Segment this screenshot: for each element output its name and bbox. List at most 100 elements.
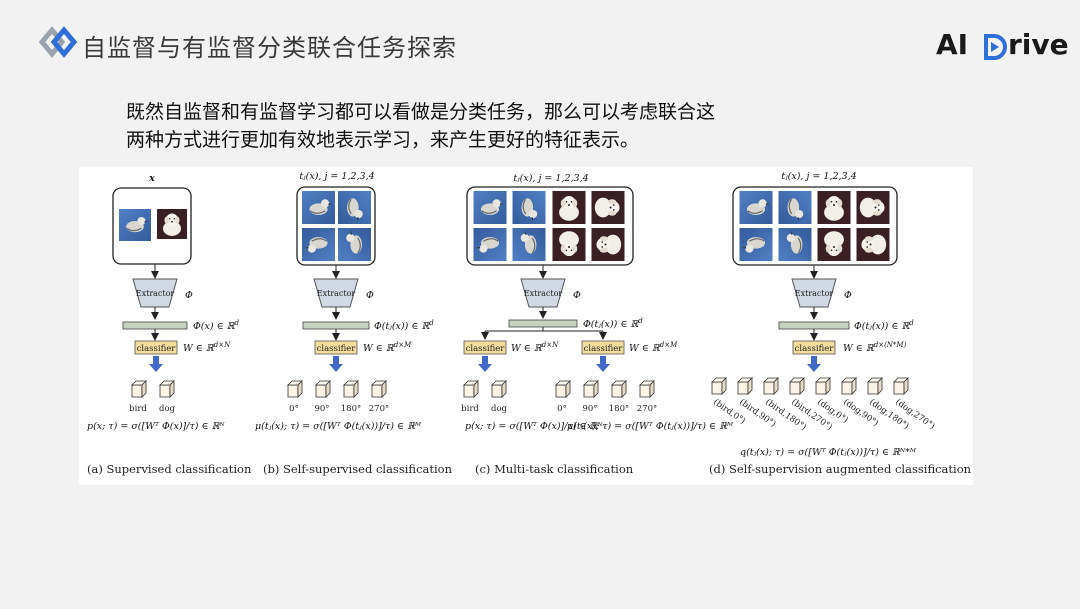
panel-c-input-label: tⱼ(x), j = 1,2,3,4 [513, 173, 588, 184]
panel-b-output-cube-4 [371, 380, 387, 398]
panel-c-feature-formula: Φ(tⱼ(x)) ∈ ℝd [583, 317, 643, 330]
panel-c-right-cube-4 [639, 380, 655, 398]
panel-d-extractor [791, 278, 837, 308]
panel-c-extractor [520, 278, 566, 308]
panel-d-dog-90 [856, 191, 890, 224]
panel-d-output-cube-4 [789, 377, 805, 395]
brand-d-icon [984, 34, 1007, 60]
panel-b-weight: W ∈ ℝd×M [363, 341, 412, 354]
panel-c-left-cube-1 [463, 380, 479, 398]
panel-c-output-bird: bird [461, 404, 479, 414]
panel-b-output-180: 180° [341, 404, 361, 414]
panel-a-bird-image [119, 209, 151, 241]
intro-line-1: 既然自监督和有监督学习都可以看做是分类任务，那么可以考虑联合这 [126, 101, 716, 123]
panel-c-dog-0 [552, 191, 586, 224]
panel-c-formula-right: μ(tⱼ(x); τ) = σ([Wᵀ Φ(tⱼ(x))]/τ) ∈ ℝᴹ [567, 421, 734, 432]
panel-a-formula: p(x; τ) = σ([Wᵀ Φ(x)]/τ) ∈ ℝᴺ [87, 421, 225, 432]
panel-a-input-label: x [148, 173, 155, 184]
brand-rive-text: rive [1008, 28, 1069, 61]
panel-d-bird-90 [778, 190, 812, 225]
panel-b-extractor-label: Extractor [317, 289, 356, 298]
panel-b-bird-0 [302, 191, 335, 224]
panel-b-feature-bar [302, 321, 370, 330]
panel-c-bird-90 [512, 190, 546, 225]
panel-d-outputs: (bird,0°)(bird,90°)(bird,180°)(bird,270°… [711, 377, 937, 433]
panel-b-classifier-label: classifier [317, 344, 357, 354]
panel-a-feature-formula: Φ(x) ∈ ℝd [193, 319, 240, 332]
panel-c-bird-270 [512, 227, 546, 262]
panel-c-output-270: 270° [637, 404, 657, 414]
panel-b-output-cube-2 [315, 380, 331, 398]
panel-a-weight: W ∈ ℝd×N [183, 341, 231, 354]
panel-a-blue-arrow [149, 356, 163, 372]
panel-c-output-90: 90° [582, 404, 597, 414]
panel-a-output-bird: bird [129, 404, 147, 414]
panel-c-left-cube-2 [491, 380, 507, 398]
panel-a-input-box [112, 187, 192, 265]
panel-d-caption: (d) Self-supervision augmented classific… [709, 462, 972, 476]
brand-ai-text: AI [936, 28, 969, 61]
panel-a-output-cube-2 [159, 380, 175, 398]
panel-c-bird-0 [472, 191, 508, 224]
panel-c-phi: Φ [573, 290, 581, 301]
panel-d-output-cube-5 [815, 377, 831, 395]
panel-c-extractor-label: Extractor [524, 289, 563, 298]
panel-a-feature-bar [122, 321, 188, 330]
intro-line-2: 两种方式进行更加有效地表示学习，来产生更好的特征表示。 [126, 129, 640, 151]
panel-d-feature-formula: Φ(tⱼ(x)) ∈ ℝd [854, 319, 914, 332]
panel-c-blue-arrow-right [596, 356, 610, 372]
panel-d-input-label: tⱼ(x), j = 1,2,3,4 [781, 171, 856, 182]
slide-title: 自监督与有监督分类联合任务探索 [82, 34, 457, 62]
panel-a-dog-image [157, 209, 187, 239]
panel-d-blue-arrow [807, 356, 821, 372]
panel-c-dog-90 [591, 191, 625, 224]
panel-b-bird-270 [338, 228, 371, 261]
panel-d-formula: q(tⱼ(x); τ) = σ([Wᵀ Φ(tⱼ(x))]/τ) ∈ ℝᴺ*ᴹ [740, 447, 917, 458]
logo-diamond-icon [38, 26, 78, 58]
panel-d-output-cube-3 [763, 377, 779, 395]
panel-c: tⱼ(x), j = 1,2,3,4 Extractor Φ Φ(tⱼ(x)) … [461, 173, 734, 476]
panel-d-dog-0 [817, 191, 851, 224]
panel-b-feature-formula: Φ(tⱼ(x)) ∈ ℝd [374, 319, 434, 332]
panel-a-extractor [132, 278, 178, 308]
panel-d-weight: W ∈ ℝd×(N*M) [843, 341, 907, 354]
panel-d-output-cube-1 [711, 377, 727, 395]
panel-c-output-dog: dog [491, 404, 508, 414]
intro-paragraph: 既然自监督和有监督学习都可以看做是分类任务，那么可以考虑联合这 两种方式进行更加… [126, 98, 826, 154]
panel-c-classifier-left [463, 340, 507, 355]
figure-canvas: x Extractor Φ Φ(x) ∈ ℝd classifier W ∈ ℝ… [87, 171, 972, 476]
panel-d-bird-180 [738, 228, 774, 261]
panel-b-output-cube-1 [287, 380, 303, 398]
panel-b-extractor [313, 278, 359, 308]
panel-b-bird-180 [302, 228, 335, 261]
panel-b-output-cube-3 [343, 380, 359, 398]
panel-d-phi: Φ [844, 290, 852, 301]
panel-d-output-cube-6 [841, 377, 857, 395]
panel-d-output-cube-7 [867, 377, 883, 395]
panel-c-output-180: 180° [609, 404, 629, 414]
panel-b-classifier [314, 340, 358, 355]
panel-b: tⱼ(x), j = 1,2,3,4 Extractor Φ Φ(tⱼ(x)) … [255, 171, 453, 476]
panel-a-phi: Φ [185, 290, 193, 301]
panel-b-blue-arrow [329, 356, 343, 372]
panel-d-input-box [732, 186, 898, 266]
panel-a-classifier [134, 340, 178, 355]
panel-d-feature-bar [778, 321, 850, 330]
panel-b-formula: μ(tⱼ(x); τ) = σ([Wᵀ Φ(tⱼ(x))]/τ) ∈ ℝᴹ [255, 421, 422, 432]
panel-c-classifier-right [581, 340, 625, 355]
panel-b-caption: (b) Self-supervised classification [263, 462, 453, 476]
panel-c-bird-180 [472, 228, 508, 261]
panel-c-right-cube-2 [583, 380, 599, 398]
panel-a-classifier-label: classifier [137, 344, 177, 354]
panel-c-formula-left: p(x; τ) = σ([Wᵀ Φ(x)]/τ) ∈ ℝᴺ [465, 421, 603, 432]
panel-d-bird-270 [778, 227, 812, 262]
panel-d-output-cube-8 [893, 377, 909, 395]
panel-c-weight-right: W ∈ ℝd×M [629, 341, 678, 354]
panel-b-phi: Φ [366, 290, 374, 301]
panel-d-dog-180 [817, 228, 851, 261]
panel-b-output-270: 270° [369, 404, 389, 414]
slide-header: 自监督与有监督分类联合任务探索 AI rive [0, 0, 1080, 90]
panel-c-right-cube-3 [611, 380, 627, 398]
panel-a-output-cube-1 [131, 380, 147, 398]
classification-figure: x Extractor Φ Φ(x) ∈ ℝd classifier W ∈ ℝ… [79, 167, 973, 485]
